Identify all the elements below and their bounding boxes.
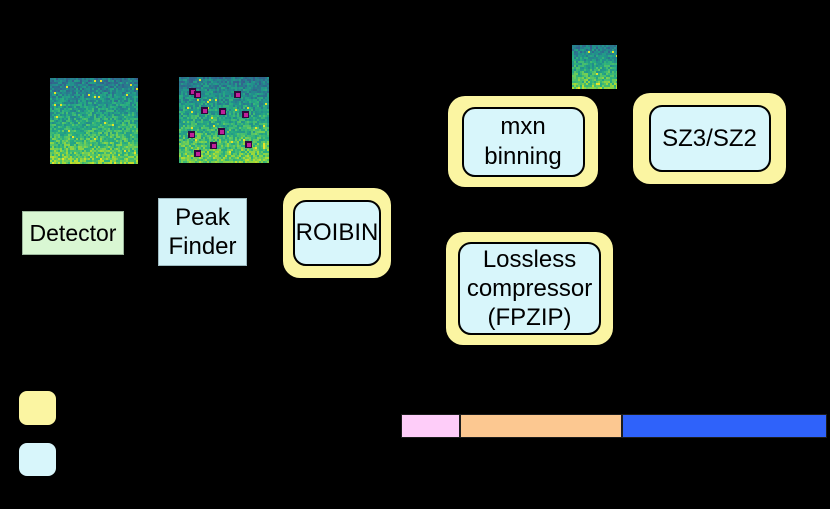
detector-box: Detector [22, 211, 124, 255]
yellow-stage-swatch [19, 391, 56, 425]
binned-frame-image [572, 45, 617, 89]
cyan-data-swatch [19, 443, 56, 476]
lossless-compressor-box: Lossless compressor (FPZIP) [446, 232, 613, 345]
bar-segment-orange [460, 414, 622, 438]
detector-label: Detector [29, 219, 117, 246]
sz3-sz2-label: SZ3/SZ2 [662, 124, 757, 152]
mxn-binning-box: mxn binning [448, 96, 598, 187]
compression-proportion-bar [401, 414, 827, 438]
bar-segment-blue [622, 414, 827, 438]
bar-segment-pink [401, 414, 460, 438]
raw-detector-frame-image [50, 78, 138, 164]
lossless-compressor-inner-box: Lossless compressor (FPZIP) [458, 242, 601, 335]
roibin-inner-box: ROIBIN [293, 200, 381, 266]
peak-finder-label: Peak Finder [168, 203, 237, 260]
mxn-binning-inner-box: mxn binning [461, 106, 585, 177]
peak-finder-frame-image [179, 77, 269, 163]
sz3-sz2-box: SZ3/SZ2 [633, 93, 786, 184]
mxn-binning-label: mxn binning [484, 113, 562, 170]
roibin-label: ROIBIN [295, 219, 379, 247]
peak-finder-box: Peak Finder [158, 198, 247, 266]
lossless-compressor-label: Lossless compressor (FPZIP) [466, 245, 593, 332]
roibin-box: ROIBIN [283, 188, 391, 278]
sz3-sz2-inner-box: SZ3/SZ2 [648, 105, 771, 172]
